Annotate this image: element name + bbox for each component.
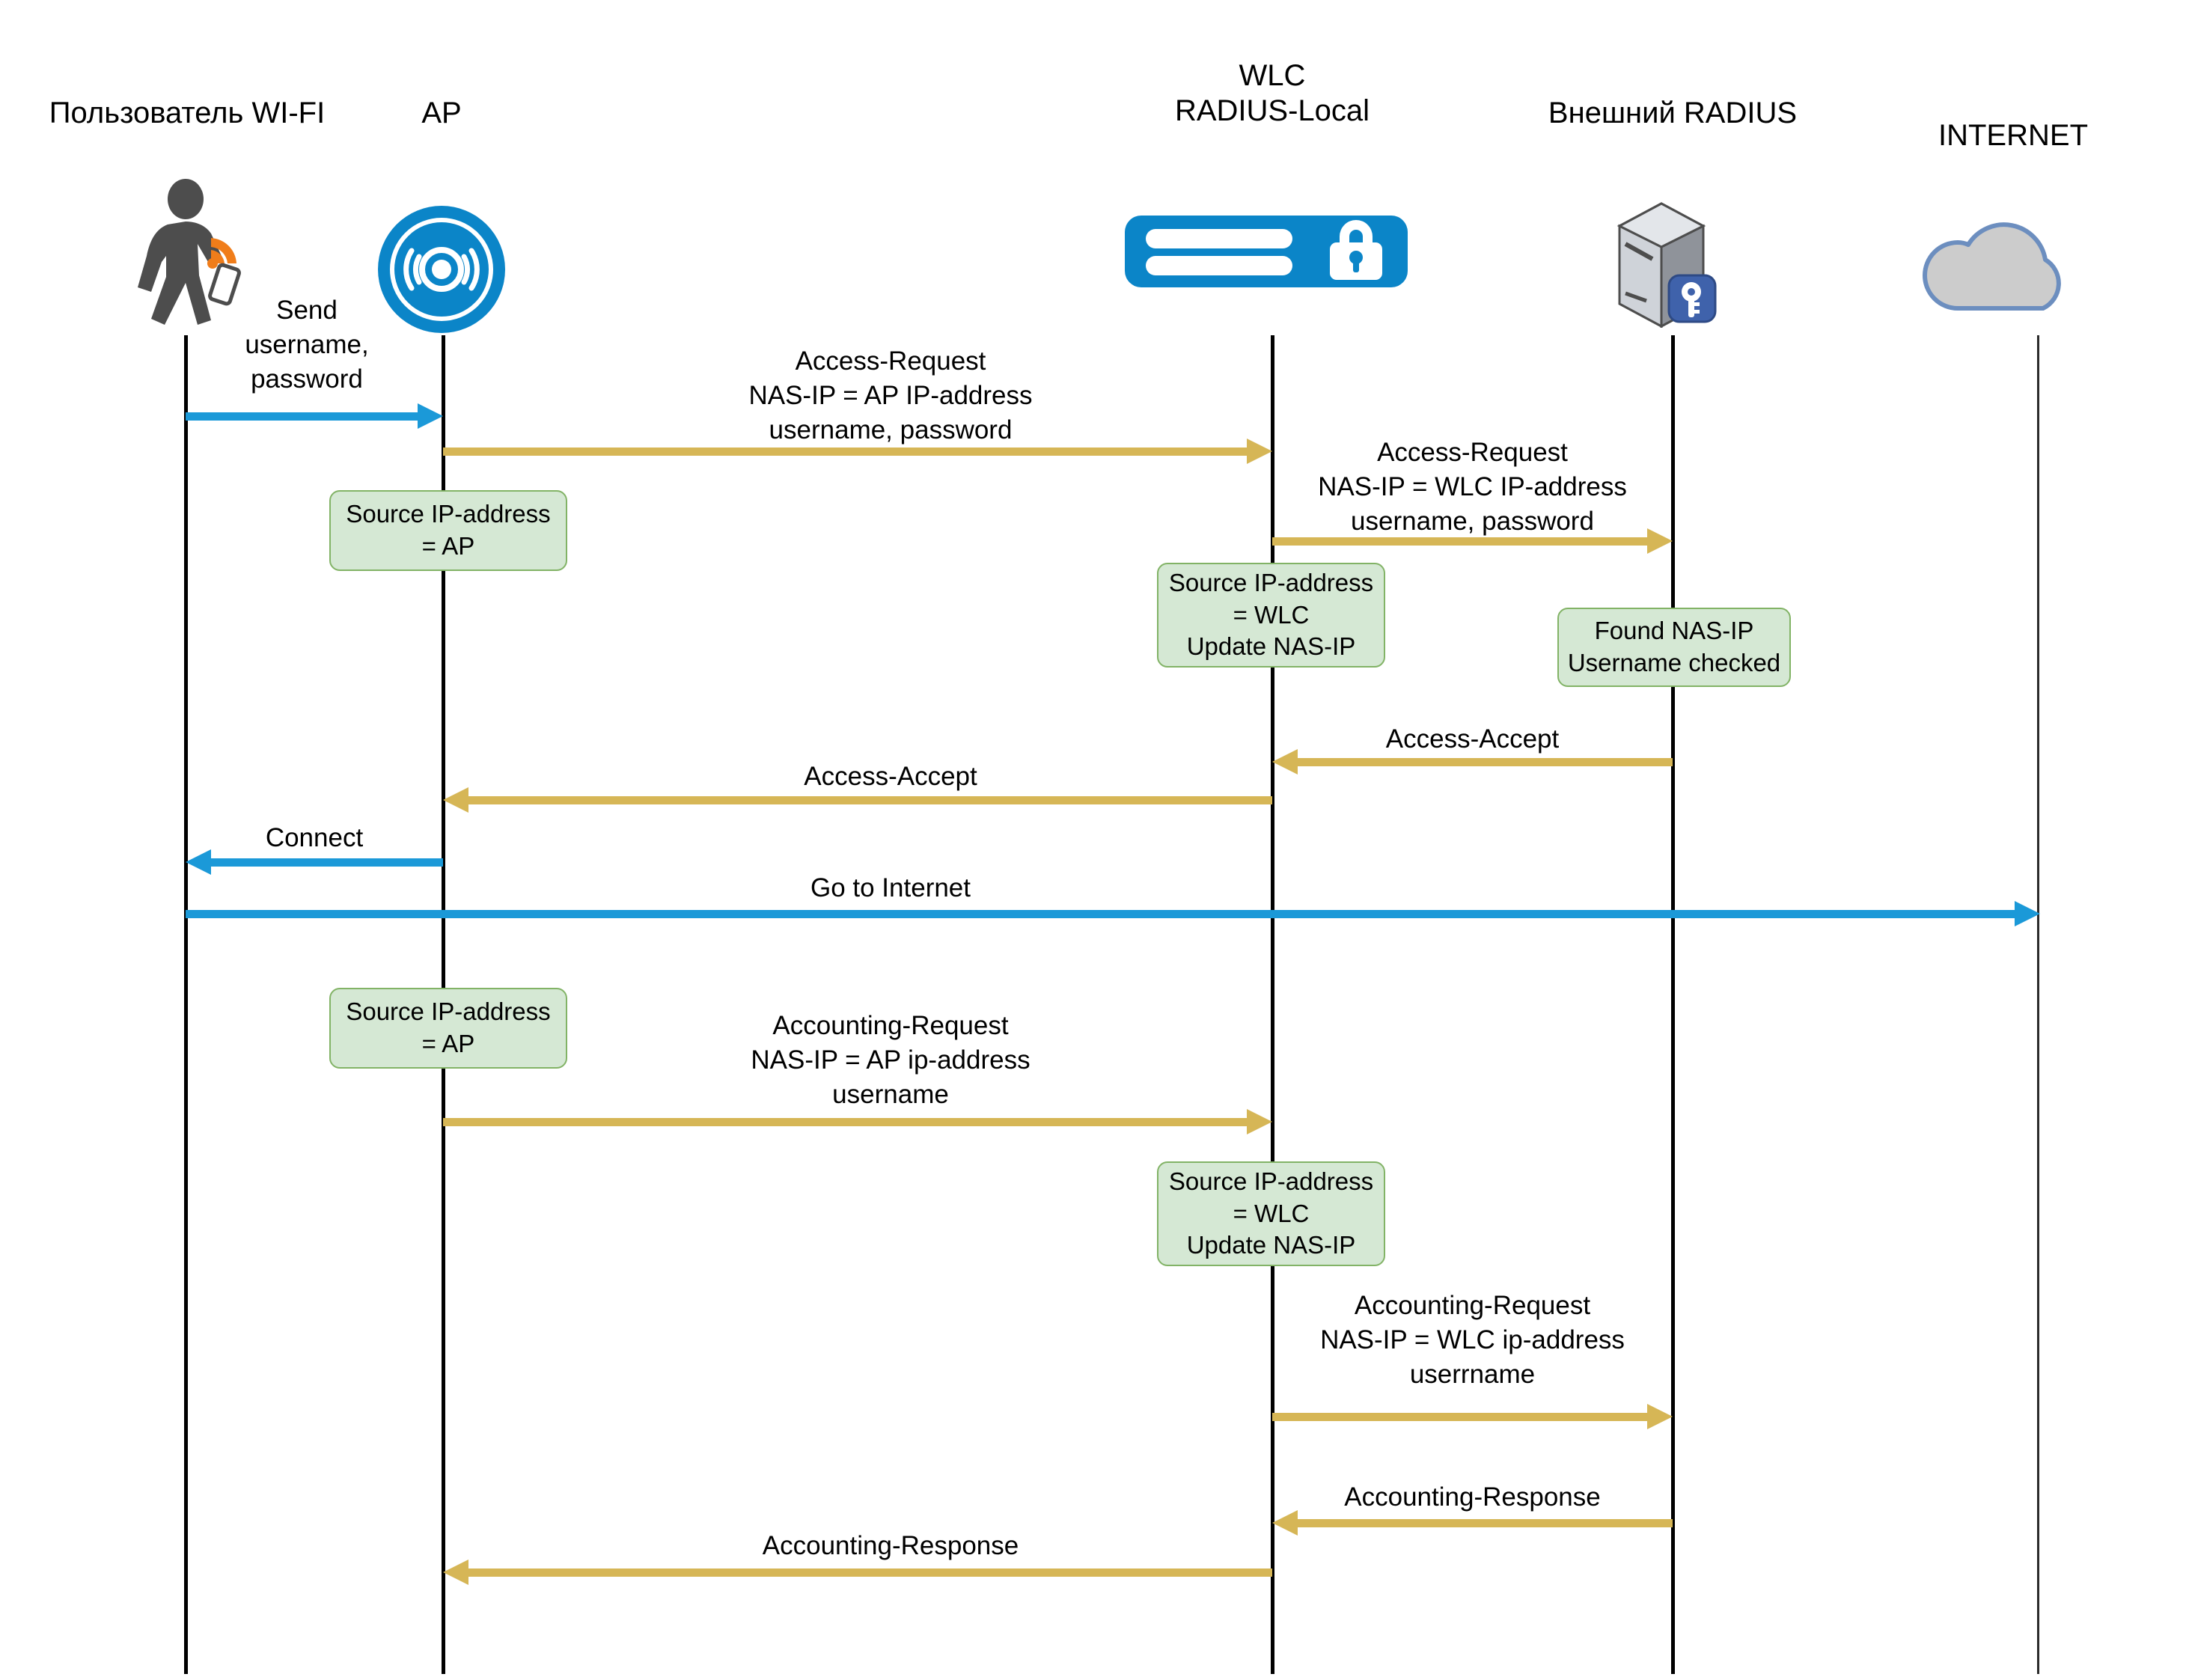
message-label-access-request-ap: Access-Request NAS-IP = AP IP-address us… — [748, 346, 1033, 445]
note-source-ip-wlc-acct: Source IP-address = WLC Update NAS-IP — [1157, 1161, 1385, 1266]
message-label-connect: Connect — [265, 823, 364, 852]
wlc-controller-lock-icon — [1125, 216, 1408, 287]
note-source-ip-ap-acct: Source IP-address = AP — [329, 988, 567, 1069]
actor-label-wlc: WLC RADIUS-Local — [1174, 59, 1370, 128]
message-label-access-accept-wlc: Access-Accept — [804, 762, 977, 791]
message-label-go-to-internet: Go to Internet — [810, 873, 971, 902]
message-label-accounting-request-wlc: Accounting-Request NAS-IP = WLC ip-addre… — [1320, 1291, 1625, 1390]
note-source-ip-wlc-auth: Source IP-address = WLC Update NAS-IP — [1157, 563, 1385, 668]
message-label-send-credentials: Send username, password — [245, 296, 369, 394]
access-point-icon — [378, 206, 505, 333]
walking-user-wifi-icon — [133, 178, 253, 328]
actor-label-user: Пользователь WI-FI — [49, 97, 326, 129]
note-source-ip-ap-auth: Source IP-address = AP — [329, 490, 567, 571]
message-label-access-request-wlc: Access-Request NAS-IP = WLC IP-address u… — [1318, 438, 1627, 537]
lifeline-radius — [1671, 335, 1675, 1674]
message-label-access-accept-radius: Access-Accept — [1385, 724, 1560, 754]
message-label-accounting-response-wlc: Accounting-Response — [762, 1531, 1019, 1560]
actor-label-internet: INTERNET — [1938, 119, 2088, 152]
lifeline-wlc — [1271, 335, 1274, 1674]
actor-label-radius: Внешний RADIUS — [1548, 97, 1798, 129]
actor-label-ap: AP — [421, 97, 462, 129]
message-label-accounting-request-ap: Accounting-Request NAS-IP = AP ip-addres… — [751, 1011, 1031, 1110]
lifeline-user — [184, 335, 188, 1674]
radius-server-key-icon — [1608, 201, 1727, 329]
lifeline-internet — [2037, 335, 2039, 1674]
message-label-accounting-response-radius: Accounting-Response — [1344, 1482, 1601, 1512]
note-found-nas-ip: Found NAS-IP Username checked — [1557, 608, 1791, 687]
cloud-icon — [1916, 211, 2103, 316]
